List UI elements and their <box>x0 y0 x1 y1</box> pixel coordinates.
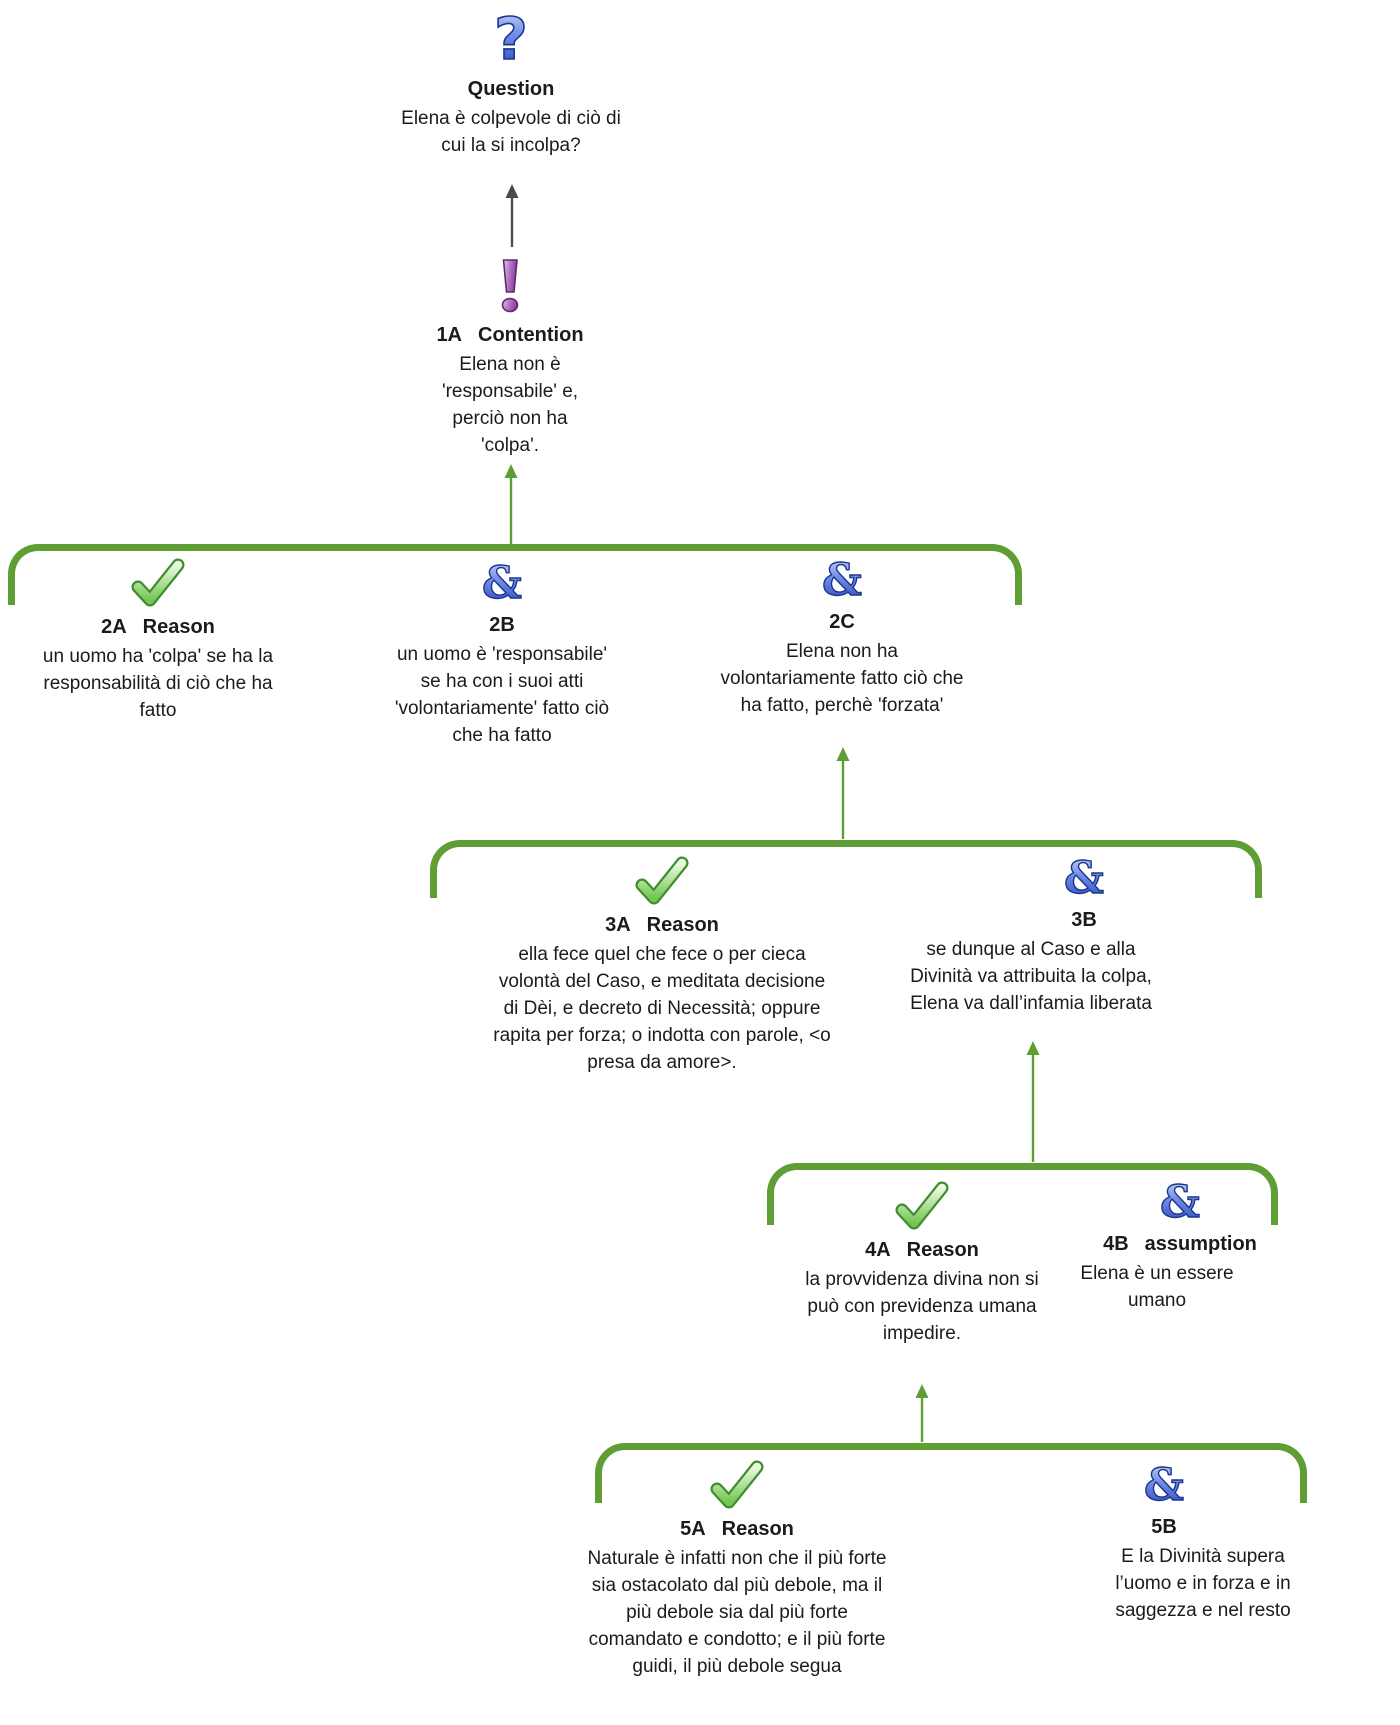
ampersand-icon: & <box>1143 1462 1184 1508</box>
svg-text:?: ? <box>494 10 528 70</box>
reason-icon-wrap <box>427 856 897 906</box>
node-text: Elena è colpevole di ciò di cui la si in… <box>401 108 621 156</box>
node-label: 2C <box>829 611 855 633</box>
svg-text:&: & <box>1064 855 1104 901</box>
node-copremise-5b[interactable]: & 5B E la Divinità supera l’uomo e in fo… <box>1083 1462 1323 1624</box>
evidence-bracket-1 <box>8 544 1022 605</box>
exclamation-icon <box>501 259 519 313</box>
reason-icon-wrap <box>557 1460 917 1510</box>
support-arrow <box>836 747 850 839</box>
copremise-icon-wrap: & <box>1070 1179 1290 1225</box>
node-copremise-2b[interactable]: & 2B un uomo è 'responsabile' se ha con … <box>372 560 632 749</box>
copremise-icon-wrap: & <box>372 560 632 606</box>
check-icon <box>635 856 689 905</box>
inference-arrow <box>505 184 519 247</box>
ampersand-icon: & <box>1159 1179 1200 1225</box>
svg-text:&: & <box>482 560 522 606</box>
node-label: Question <box>467 78 555 100</box>
node-copremise-3b[interactable]: & 3B se dunque al Caso e alla Divinità v… <box>871 855 1191 1017</box>
support-arrow <box>504 464 518 544</box>
copremise-icon-wrap: & <box>1044 1462 1284 1508</box>
node-text: se dunque al Caso e alla Divinità va att… <box>910 939 1152 1014</box>
node-label: 2B <box>489 614 515 636</box>
evidence-bracket-2 <box>430 840 1262 898</box>
copremise-icon-wrap: & <box>924 855 1244 901</box>
reason-icon-wrap <box>772 1181 1072 1231</box>
node-label: 3B <box>1071 909 1097 931</box>
node-text: Elena non è 'responsabile' e, perciò non… <box>441 354 579 456</box>
question-icon-wrap: ? <box>361 10 661 70</box>
check-icon <box>710 1460 764 1509</box>
ampersand-icon: & <box>821 557 862 603</box>
node-text: la provvidenza divina non si può con pre… <box>805 1269 1039 1344</box>
support-arrow <box>1026 1041 1040 1162</box>
node-text: Naturale è infatti non che il più forte … <box>587 1548 887 1677</box>
node-text: un uomo ha 'colpa' se ha la responsabili… <box>42 646 274 721</box>
ampersand-icon: & <box>481 560 522 606</box>
node-question[interactable]: ? Question Elena è colpevole di ciò di c… <box>361 10 661 159</box>
contention-icon-wrap <box>410 258 610 316</box>
support-arrow <box>915 1384 929 1442</box>
copremise-icon-wrap: & <box>692 557 992 603</box>
svg-text:&: & <box>1144 1462 1184 1508</box>
evidence-bracket-4 <box>595 1443 1307 1503</box>
node-label: 5B <box>1151 1516 1177 1538</box>
check-icon <box>895 1181 949 1230</box>
node-copremise-2c[interactable]: & 2C Elena non ha volontariamente fatto … <box>692 557 992 719</box>
check-icon <box>131 558 185 607</box>
ampersand-icon: & <box>1063 855 1104 901</box>
node-text: Elena è un essere umano <box>1080 1263 1234 1311</box>
node-text: ella fece quel che fece o per cieca volo… <box>493 944 831 1073</box>
reason-icon-wrap <box>8 558 308 608</box>
node-text: E la Divinità supera l’uomo e in forza e… <box>1115 1546 1291 1621</box>
node-text: Elena non ha volontariamente fatto ciò c… <box>720 641 964 716</box>
node-text: un uomo è 'responsabile' se ha con i suo… <box>394 644 610 746</box>
evidence-bracket-3 <box>767 1163 1278 1225</box>
question-icon: ? <box>493 10 528 70</box>
svg-text:&: & <box>1160 1179 1200 1225</box>
svg-text:&: & <box>822 557 862 603</box>
